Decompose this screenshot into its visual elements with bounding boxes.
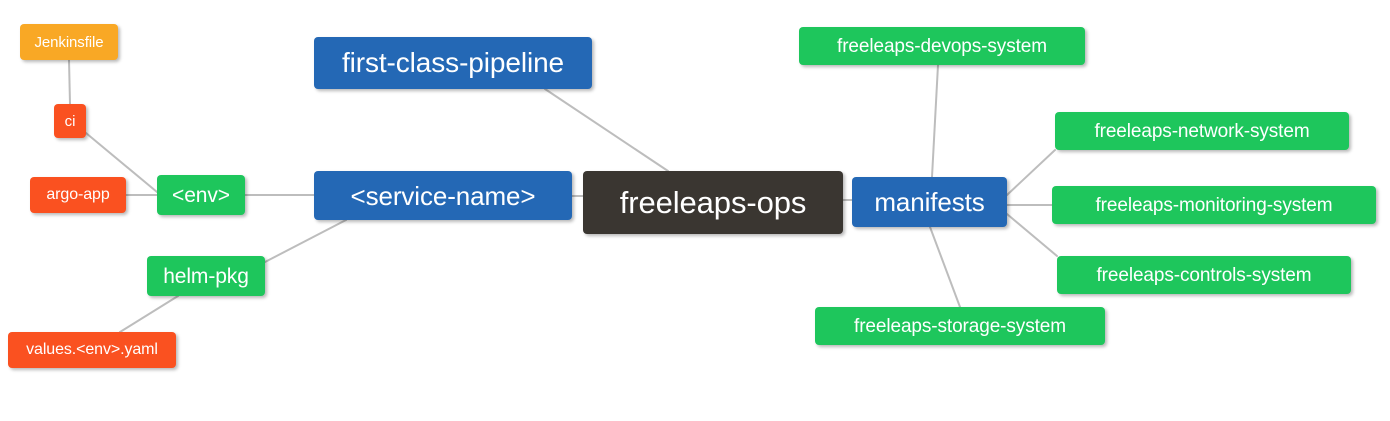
edge-manifests-to-freeleaps-storage-system (929, 226, 961, 308)
edge-manifests-to-freeleaps-network-system (1006, 149, 1056, 196)
node-freeleaps-network-system[interactable]: freeleaps-network-system (1055, 112, 1349, 150)
node-jenkinsfile[interactable]: Jenkinsfile (20, 24, 118, 60)
node-ci[interactable]: ci (54, 104, 86, 138)
edge-first-class-pipeline-to-freeleaps-ops (544, 88, 669, 172)
edge-manifests-to-freeleaps-devops-system (931, 64, 939, 178)
edge-values-yaml-to-helm-pkg (119, 295, 179, 333)
node-manifests[interactable]: manifests (852, 177, 1007, 227)
node-values-yaml[interactable]: values.<env>.yaml (8, 332, 176, 368)
node-freeleaps-monitoring-system[interactable]: freeleaps-monitoring-system (1052, 186, 1376, 224)
node-helm-pkg[interactable]: helm-pkg (147, 256, 265, 296)
edge-helm-pkg-to-service-name (264, 219, 347, 263)
node-freeleaps-ops[interactable]: freeleaps-ops (583, 171, 843, 234)
edge-jenkinsfile-to-ci (68, 59, 71, 105)
node-freeleaps-devops-system[interactable]: freeleaps-devops-system (799, 27, 1085, 65)
node-env[interactable]: <env> (157, 175, 245, 215)
node-first-class-pipeline[interactable]: first-class-pipeline (314, 37, 592, 89)
node-argo-app[interactable]: argo-app (30, 177, 126, 213)
node-service-name[interactable]: <service-name> (314, 171, 572, 220)
node-freeleaps-storage-system[interactable]: freeleaps-storage-system (815, 307, 1105, 345)
node-freeleaps-controls-system[interactable]: freeleaps-controls-system (1057, 256, 1351, 294)
edge-manifests-to-freeleaps-controls-system (1006, 213, 1058, 257)
